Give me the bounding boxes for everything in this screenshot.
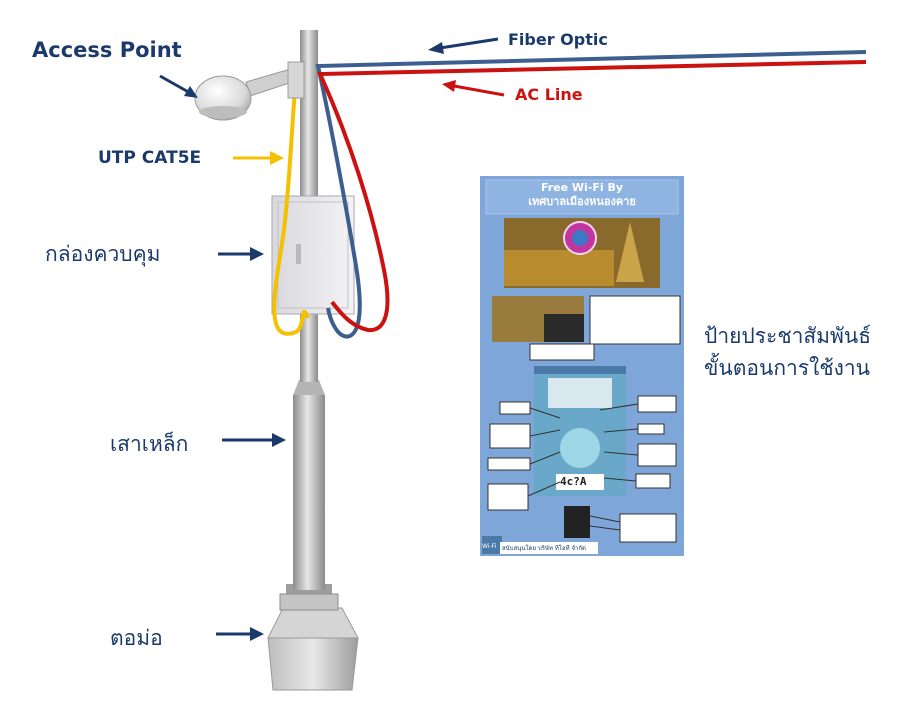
access-point-device <box>194 61 305 121</box>
arrow-control-box <box>218 247 264 261</box>
label-ac-line: AC Line <box>515 85 583 104</box>
label-base: ตอม่อ <box>110 626 163 650</box>
label-access-point: Access Point <box>32 38 182 62</box>
label-signboard: ป้ายประชาสัมพันธ์ ขั้นตอนการใช้งาน <box>704 320 871 384</box>
arrow-base <box>216 627 264 641</box>
label-control-box: กล่องควบคุม <box>45 242 161 266</box>
signboard-footer: สนับสนุนโดย บริษัท ทีโอที จำกัด <box>502 545 586 552</box>
signboard-title-line1: Free Wi-Fi By <box>540 181 624 194</box>
arrow-utp <box>233 151 284 165</box>
arrow-steel-pole <box>222 433 286 447</box>
signboard-title: Free Wi-Fi By เทศบาลเมืองหนองคาย <box>490 181 674 209</box>
arrow-ac-line <box>442 80 505 97</box>
label-signboard-line2: ขั้นตอนการใช้งาน <box>704 356 871 380</box>
label-utp: UTP CAT5E <box>98 148 202 168</box>
ac-line-cable <box>316 60 867 333</box>
signboard-title-line2: เทศบาลเมืองหนองคาย <box>528 195 636 208</box>
signboard-content <box>480 176 684 556</box>
fiber-optic-cable <box>315 50 867 339</box>
utp-cable <box>272 77 310 336</box>
label-steel-pole: เสาเหล็ก <box>110 432 189 456</box>
concrete-base <box>267 584 359 691</box>
arrow-access-point <box>159 74 198 98</box>
label-fiber-optic: Fiber Optic <box>508 30 608 49</box>
arrow-fiber-optic <box>428 37 499 54</box>
wifi-logo: Wi-Fi <box>482 543 497 550</box>
label-signboard-line1: ป้ายประชาสัมพันธ์ <box>704 324 872 348</box>
signboard-captcha: 4c?A <box>560 475 587 488</box>
